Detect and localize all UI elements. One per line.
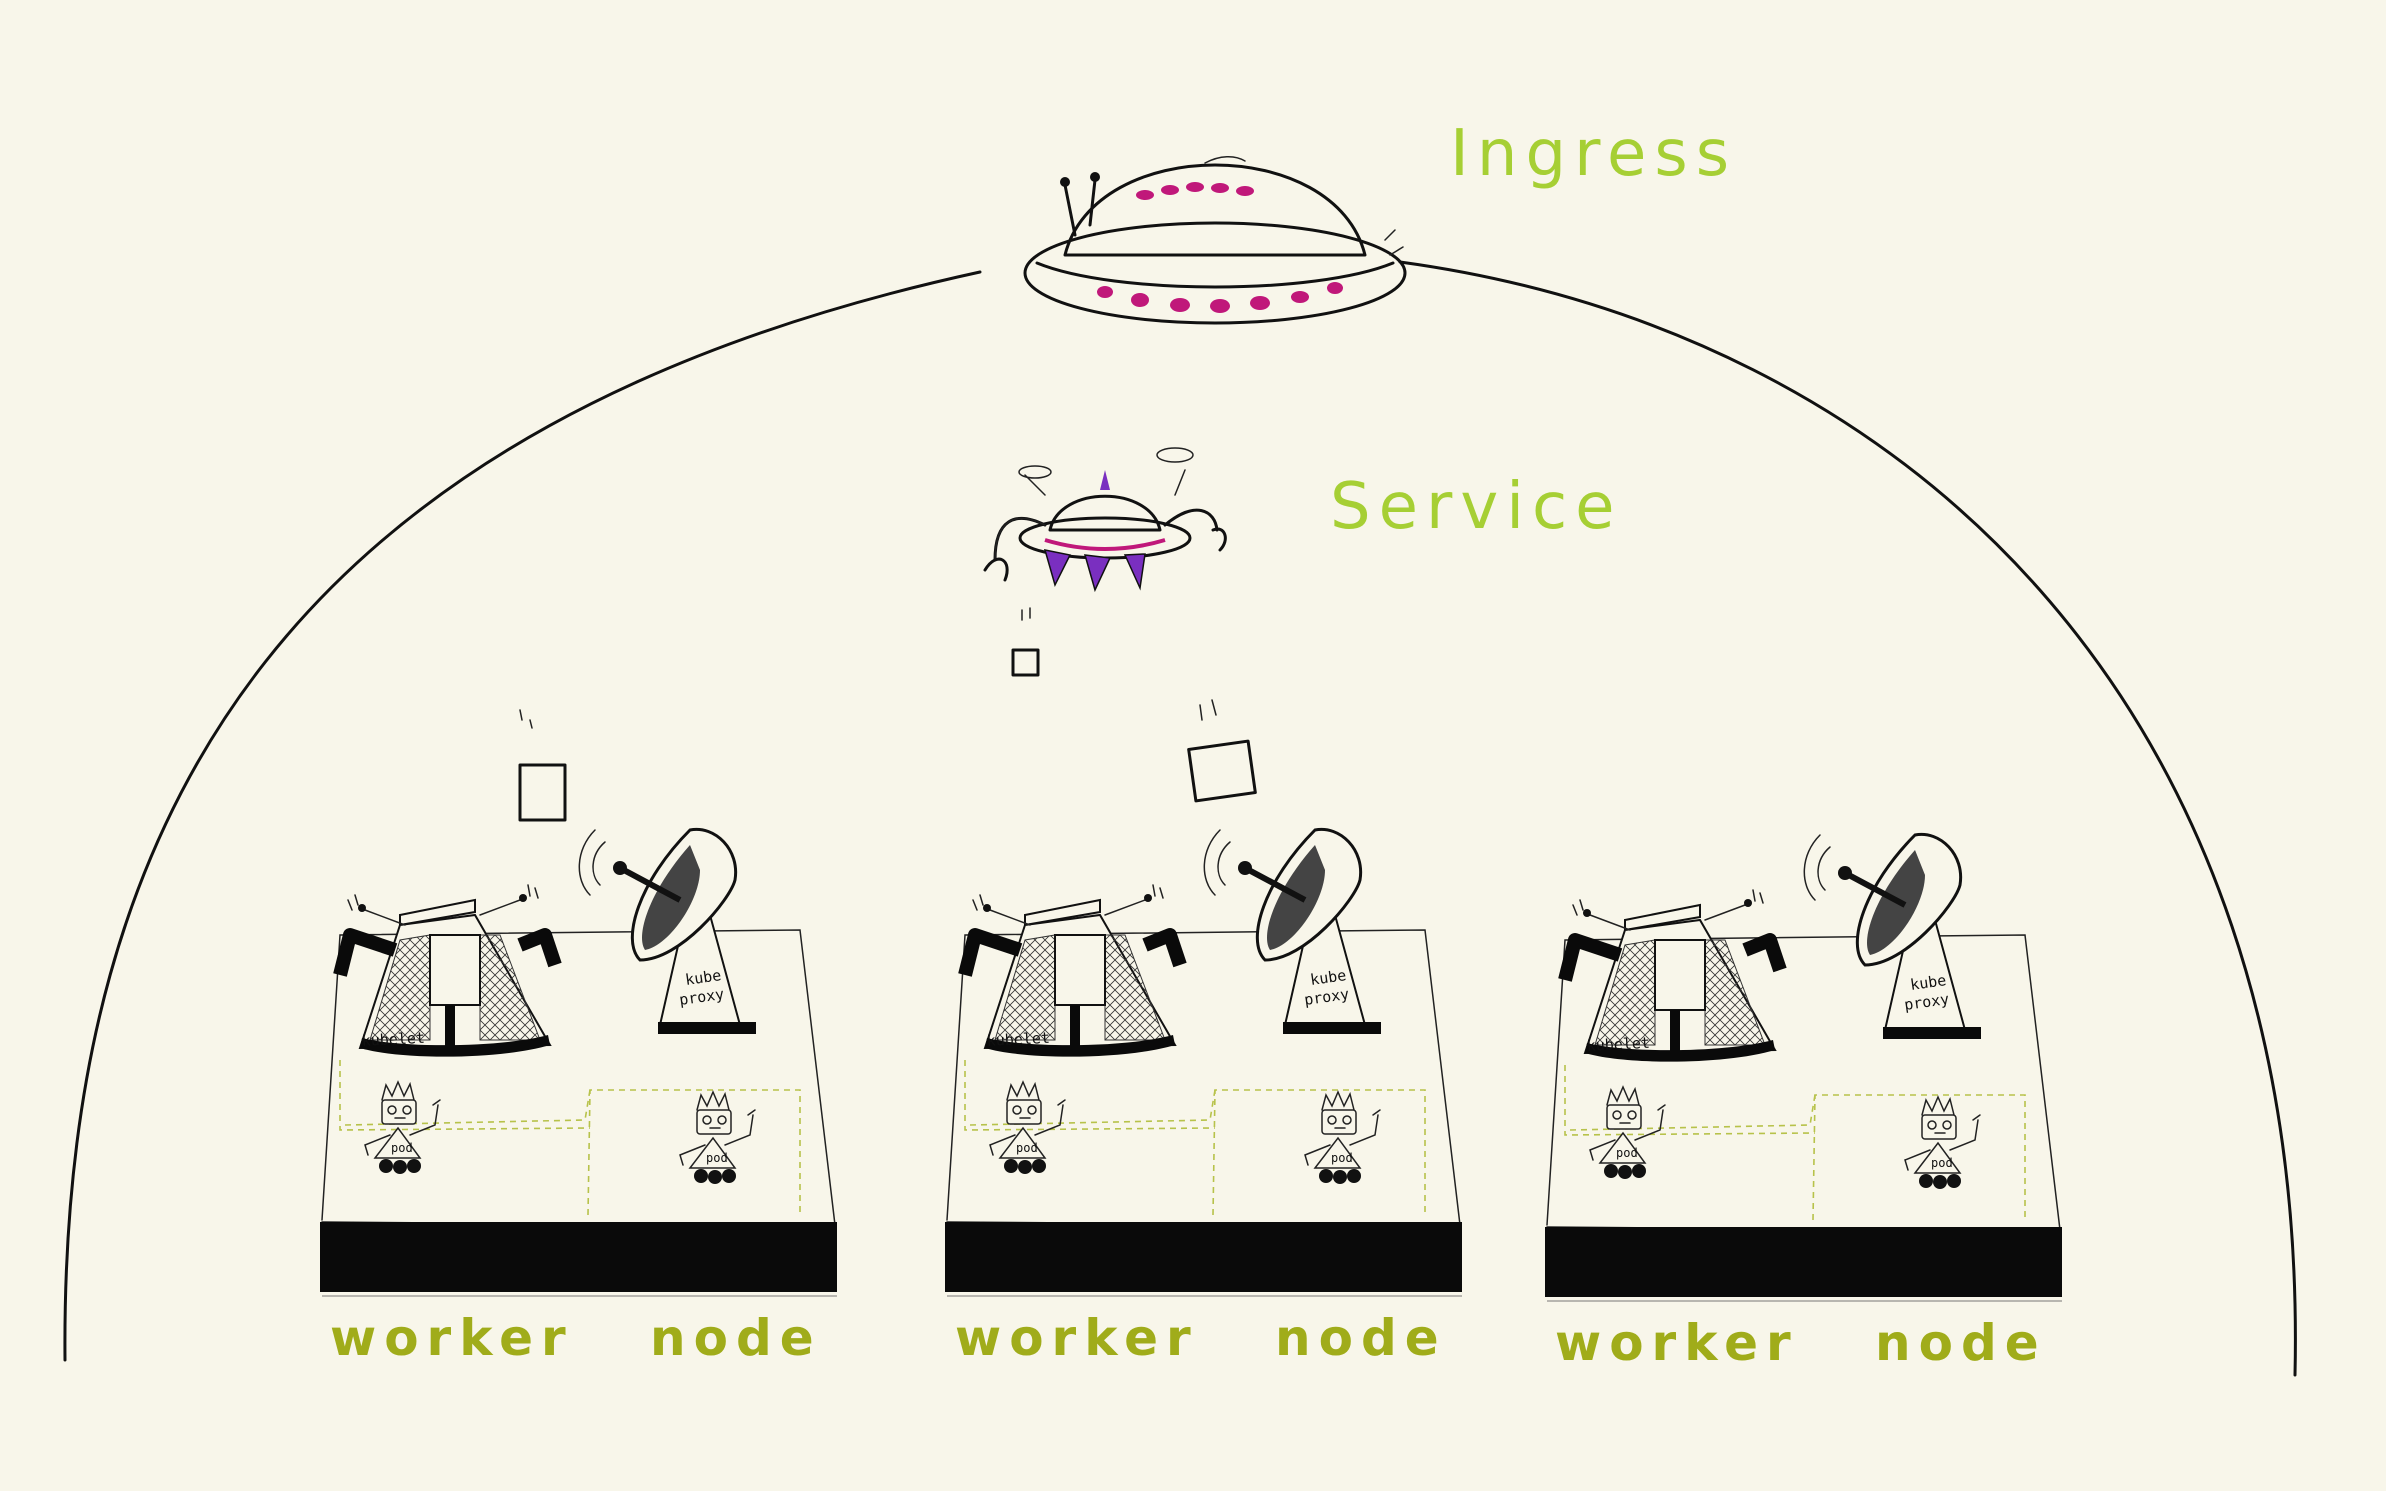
kube-proxy-label-top: kube (684, 966, 722, 989)
pod-robot-icon: pod (989, 1080, 1066, 1174)
node-label: node (1875, 1314, 2047, 1372)
cluster-dome (63, 260, 2297, 1377)
pod-label: pod (391, 1141, 413, 1155)
kubelet-robot-icon: kubelet (1558, 889, 1787, 1062)
kubelet-label: kubelet (1586, 1034, 1650, 1055)
kubelet-robot-icon: kubelet (958, 884, 1187, 1057)
kubelet-label: kubelet (986, 1029, 1050, 1050)
pod-label: pod (706, 1151, 728, 1165)
kubelet-label: kubelet (361, 1029, 425, 1050)
worker-label: worker (1555, 1314, 1799, 1372)
packet-icon (518, 763, 567, 822)
kubelet-robot-icon: kubelet (333, 884, 562, 1057)
pod-robot-icon: pod (1904, 1095, 1981, 1189)
pod-label: pod (1331, 1151, 1353, 1165)
service-label: Service (1330, 470, 1623, 544)
kube-proxy-label-top: kube (1309, 966, 1347, 989)
ingress-ufo-icon (1023, 156, 1407, 325)
node-label: node (650, 1309, 822, 1367)
kube-proxy-label-top: kube (1909, 971, 1947, 994)
worker-label: worker (330, 1309, 574, 1367)
worker-label: worker (955, 1309, 1199, 1367)
packet-icon (1011, 648, 1040, 677)
pod-robot-icon: pod (1304, 1090, 1381, 1184)
node-base (320, 1222, 837, 1292)
node-label: node (1275, 1309, 1447, 1367)
pod-label: pod (1931, 1156, 1953, 1170)
packet-icon (1187, 739, 1257, 803)
ingress-label: Ingress (1450, 117, 1737, 191)
service-robot-icon (983, 447, 1227, 593)
pod-robot-icon: pod (1589, 1085, 1666, 1179)
pod-robot-icon: pod (679, 1090, 756, 1184)
pod-label: pod (1616, 1146, 1638, 1160)
node-base (1545, 1227, 2062, 1297)
node-base (945, 1222, 1462, 1292)
pod-robot-icon: pod (364, 1080, 441, 1174)
pod-label: pod (1016, 1141, 1038, 1155)
